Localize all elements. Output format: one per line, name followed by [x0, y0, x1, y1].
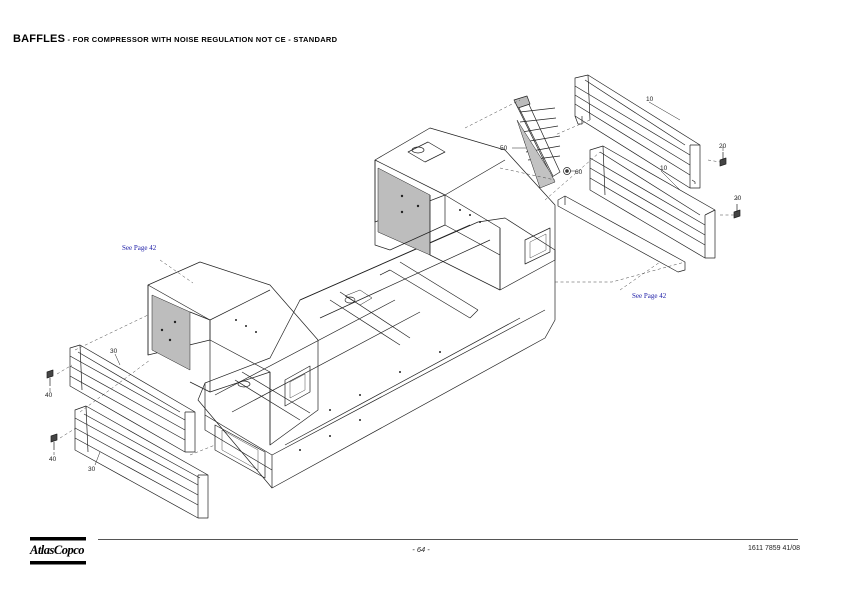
callout-10-top: 10: [646, 96, 654, 103]
baffle-30-upper: [69, 344, 196, 453]
title-main: BAFFLES: [13, 33, 66, 45]
document-number: 1611 7859 41/08: [747, 545, 800, 552]
baffle-10-bottom: [589, 145, 716, 259]
footer-divider: [98, 539, 798, 540]
assembly-lines: [56, 99, 734, 456]
see-page-link-right[interactable]: See Page 42: [632, 292, 667, 300]
page-number: - 64 -: [412, 545, 430, 554]
callout-30-lower: 30: [88, 466, 96, 473]
callout-50: 50: [500, 145, 508, 152]
baffle-10-top: [574, 74, 701, 189]
page-title: BAFFLES - FOR COMPRESSOR WITH NOISE REGU…: [13, 29, 337, 47]
callout-40-upper: 40: [45, 392, 53, 399]
chassis-frame: [197, 217, 556, 489]
callout-30-upper: 30: [110, 348, 118, 355]
brand-logo: AtlasCopco: [30, 543, 85, 557]
title-subtitle: - FOR COMPRESSOR WITH NOISE REGULATION N…: [65, 35, 338, 44]
callout-40-lower: 40: [49, 456, 57, 463]
callout-10-bottom: 10: [660, 165, 668, 172]
rear-enclosure: [374, 127, 556, 291]
brand-logo-bars: [30, 537, 86, 565]
baffle-30-lower: [74, 405, 209, 519]
front-enclosure: [147, 261, 319, 446]
baffle-50-grille: [513, 95, 561, 189]
rivet-dots: [160, 194, 481, 451]
callout-20-bottom: 20: [734, 195, 742, 202]
mounting-rail: [557, 195, 686, 273]
callout-60: 60: [575, 169, 583, 176]
leader-lines: [49, 101, 738, 466]
see-page-link-left[interactable]: See Page 42: [122, 244, 157, 252]
callout-20-top: 20: [719, 143, 727, 150]
bolts: [46, 152, 741, 450]
